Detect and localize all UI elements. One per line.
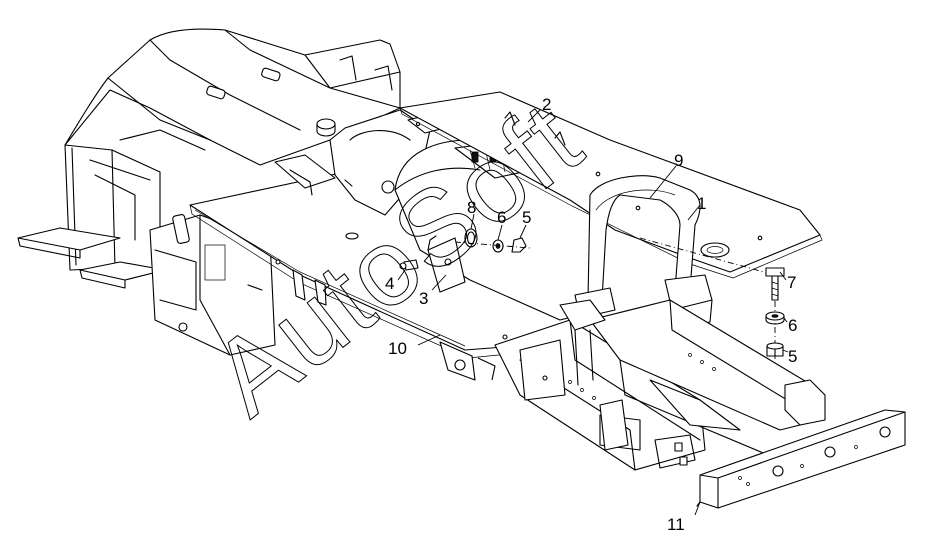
deck-handle-slot — [206, 85, 226, 100]
mounting-bracket — [427, 235, 466, 293]
hex-nut — [766, 342, 784, 357]
rear-bumper-bar — [17, 227, 121, 251]
o-ring — [464, 228, 478, 248]
leader-lines — [397, 109, 789, 516]
callout-8: 8 — [467, 198, 476, 217]
main-chassis-frame — [494, 299, 826, 471]
callout-2: 2 — [542, 95, 551, 114]
floor-bracket — [292, 269, 306, 301]
upper-side-rail — [304, 39, 401, 89]
callout-labels: 1 2 3 4 5 5 6 6 7 8 9 10 11 — [385, 95, 797, 534]
chassis-gusset — [649, 379, 741, 431]
callout-6b: 6 — [788, 316, 797, 335]
callout-5b: 5 — [788, 347, 797, 366]
deck-cap — [316, 118, 336, 130]
callout-9: 9 — [674, 151, 683, 170]
callout-4: 4 — [385, 274, 394, 293]
callout-5a: 5 — [522, 208, 531, 227]
lower-bracket — [599, 399, 629, 451]
frame-corner-block — [784, 379, 826, 426]
callout-11: 11 — [667, 515, 685, 534]
pin — [399, 259, 419, 271]
chassis-bracket — [559, 299, 606, 331]
callout-1: 1 — [697, 194, 706, 213]
chassis-side-plate — [519, 339, 566, 401]
callout-3: 3 — [419, 289, 428, 308]
cover-oval-hole — [700, 242, 730, 258]
washer — [765, 311, 785, 325]
side-vent — [172, 214, 190, 244]
callout-6a: 6 — [497, 208, 506, 227]
fastener-stack — [639, 237, 785, 360]
floor-bracket — [314, 279, 327, 306]
bolt — [765, 267, 785, 301]
callout-10: 10 — [388, 339, 407, 358]
deck-handle-slot — [261, 67, 281, 82]
floor-hole — [345, 232, 359, 240]
support-plate-left — [274, 154, 336, 189]
assembly-centerline — [639, 237, 776, 276]
bracket-hardware — [399, 228, 531, 293]
centre-floor-plate — [189, 164, 591, 381]
callout-7: 7 — [787, 273, 796, 292]
rear-frame-section — [17, 28, 401, 356]
small-nut — [511, 237, 527, 253]
